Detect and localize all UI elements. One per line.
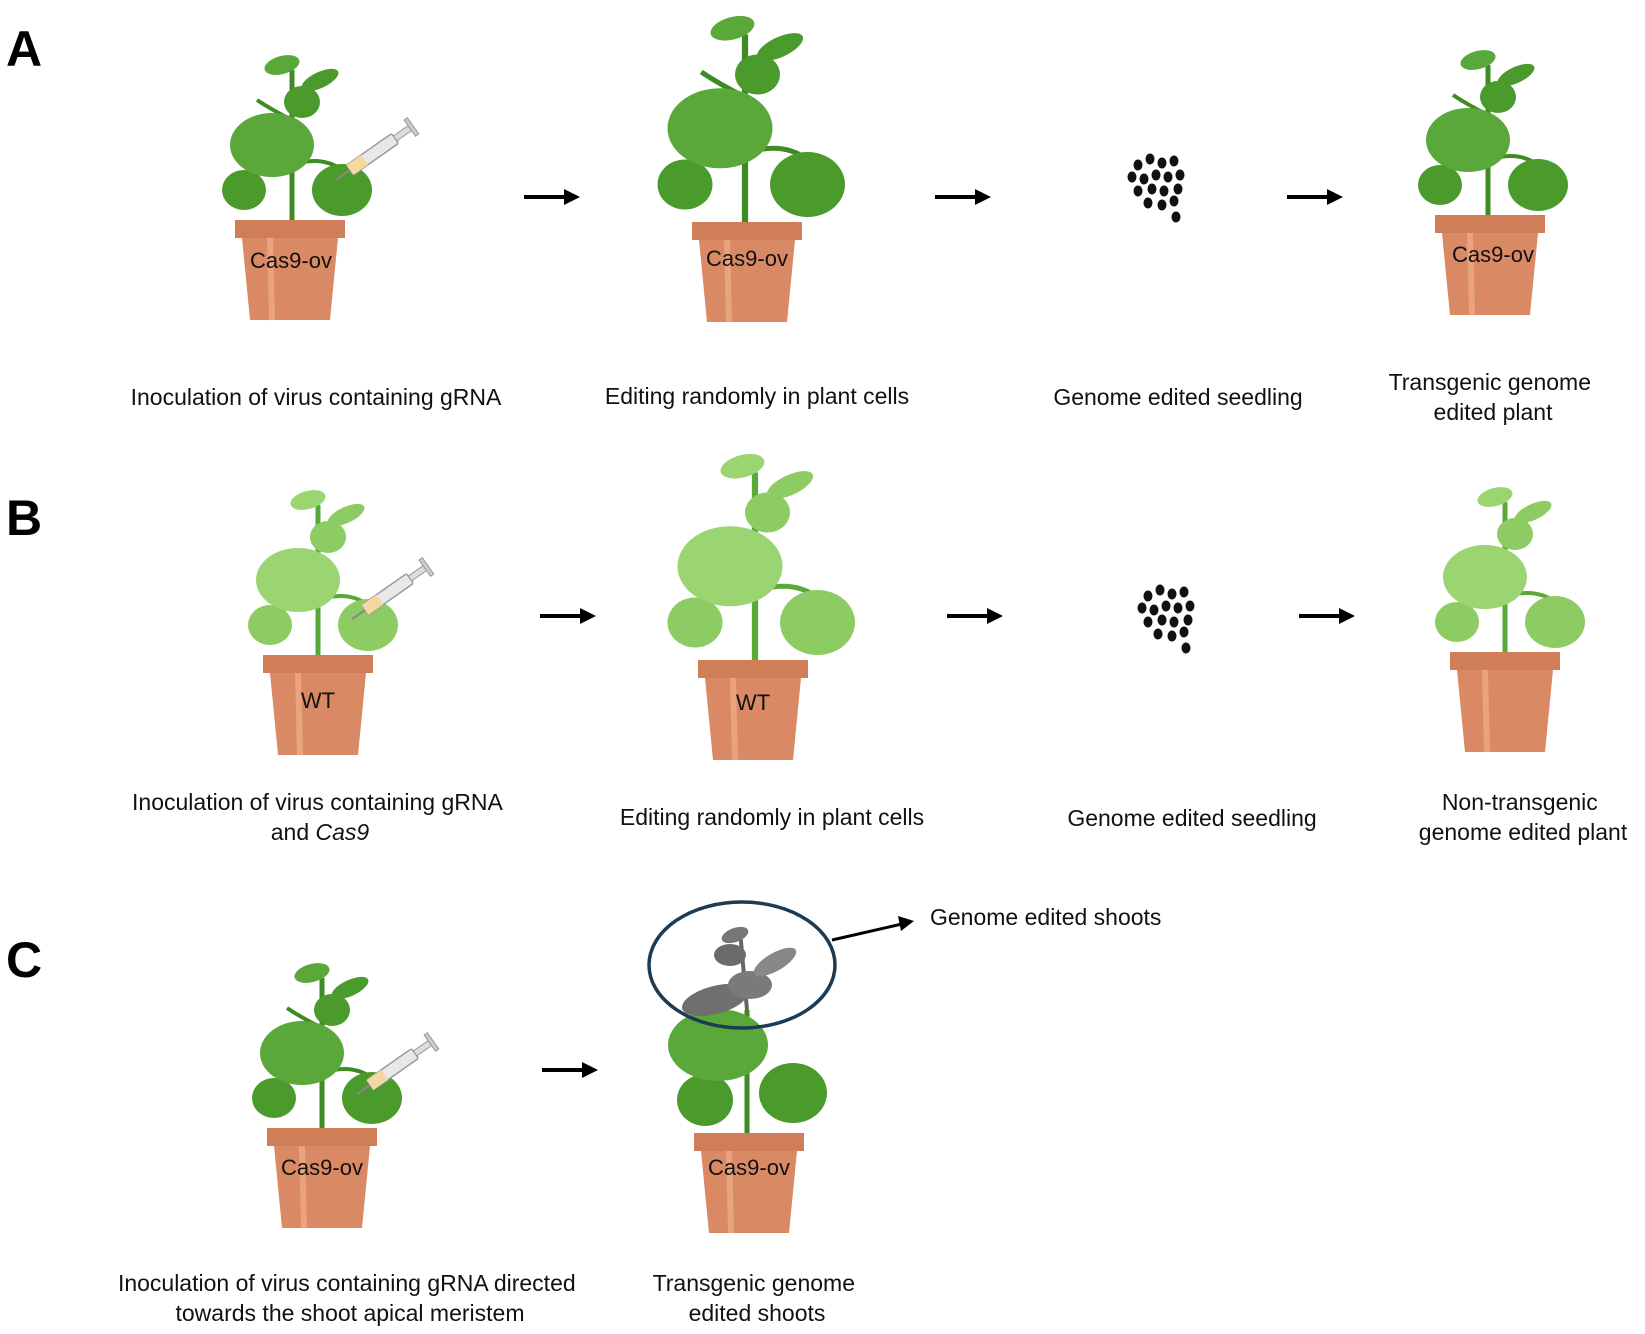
seeds-icon bbox=[1137, 584, 1195, 654]
plant-icon bbox=[222, 52, 372, 220]
arrow-icon bbox=[933, 187, 993, 207]
pot-label: WT bbox=[736, 690, 770, 715]
arrow-icon bbox=[522, 187, 582, 207]
plant-icon bbox=[1435, 484, 1585, 652]
pot-icon bbox=[694, 1133, 804, 1233]
pot-label: Cas9-ov bbox=[281, 1155, 363, 1180]
caption-a-1: Inoculation of virus containing gRNA bbox=[131, 384, 502, 410]
pot-icon bbox=[692, 222, 802, 322]
panel-a-stage-1: Cas9-ov bbox=[222, 52, 420, 320]
pot-icon bbox=[1450, 652, 1560, 752]
panel-letter-b: B bbox=[6, 490, 42, 546]
pot-label: Cas9-ov bbox=[250, 248, 332, 273]
caption-a-4: Transgenic genome edited plant bbox=[1389, 369, 1598, 425]
plant-icon bbox=[668, 450, 856, 660]
pot-label: Cas9-ov bbox=[708, 1155, 790, 1180]
caption-c-2: Transgenic genome edited shoots bbox=[653, 1270, 862, 1326]
panel-a-stage-4: Cas9-ov bbox=[1418, 47, 1568, 315]
plant-icon bbox=[248, 487, 398, 655]
pot-label: Cas9-ov bbox=[1452, 242, 1534, 267]
panel-b-stage-2: WT bbox=[668, 450, 856, 760]
panel-letter-a: A bbox=[6, 21, 42, 77]
panel-c-stage-2: Cas9-ov bbox=[647, 900, 914, 1233]
caption-b-4: Non-transgenic genome edited plant bbox=[1419, 789, 1628, 845]
arrow-icon bbox=[1297, 606, 1357, 626]
plant-icon bbox=[1418, 47, 1568, 215]
panel-c-stage-1: Cas9-ov bbox=[252, 960, 440, 1228]
caption-a-3: Genome edited seedling bbox=[1053, 384, 1302, 410]
arrow-icon bbox=[540, 1060, 600, 1080]
caption-b-3: Genome edited seedling bbox=[1067, 805, 1316, 831]
arrow-icon bbox=[1285, 187, 1345, 207]
plant-icon bbox=[252, 960, 402, 1128]
caption-c-1: Inoculation of virus containing gRNA dir… bbox=[118, 1270, 582, 1326]
caption-b-2: Editing randomly in plant cells bbox=[620, 804, 924, 830]
arrow-icon bbox=[538, 606, 598, 626]
arrow-icon bbox=[945, 606, 1005, 626]
panel-b-stage-1: WT bbox=[248, 487, 435, 755]
panel-b-stage-4 bbox=[1435, 484, 1585, 752]
caption-b-1: Inoculation of virus containing gRNA and… bbox=[132, 789, 508, 845]
panel-a-stage-2: Cas9-ov bbox=[658, 12, 846, 322]
pot-label: WT bbox=[301, 688, 335, 713]
pot-label: Cas9-ov bbox=[706, 246, 788, 271]
highlight-circle bbox=[647, 900, 837, 1030]
seeds-icon bbox=[1127, 153, 1185, 223]
plant-icon bbox=[658, 12, 846, 222]
panel-letter-c: C bbox=[6, 932, 42, 988]
callout-label: Genome edited shoots bbox=[930, 904, 1161, 930]
caption-a-2: Editing randomly in plant cells bbox=[605, 383, 909, 409]
